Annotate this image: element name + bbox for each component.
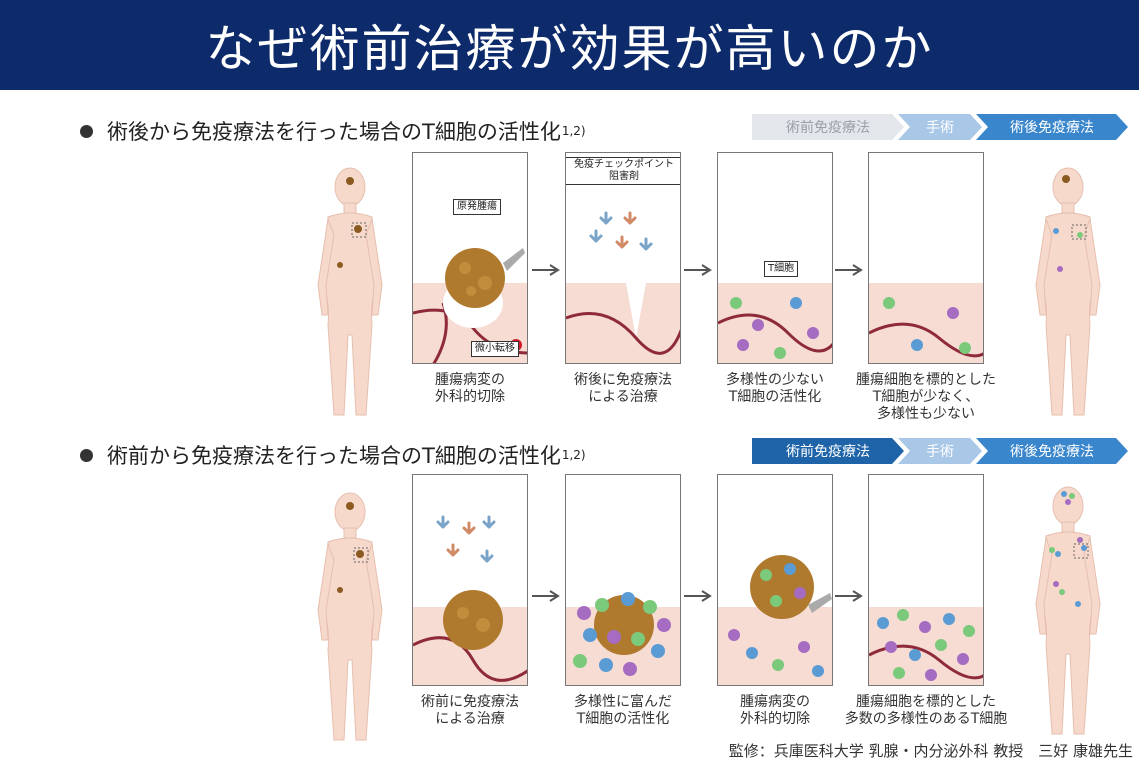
caption-2-4: 腫瘍細胞を標的とした 多数の多様性のあるT細胞: [840, 694, 1012, 728]
body-figure-icon: [1035, 486, 1101, 735]
stage-2-surgery: 手術: [898, 438, 982, 464]
panel-1-4: [868, 152, 984, 364]
caption-1-1-line-2: 外科的切除: [435, 389, 505, 405]
stage-1-postop: 術後免疫療法: [976, 114, 1128, 140]
caption-1-1-line-1: 腫瘍病変の: [435, 372, 505, 388]
panel-1-1: 原発腫瘍 微小転移: [412, 152, 528, 364]
section-2-stage-bar: 術前免疫療法 手術 術後免疫療法: [752, 438, 1122, 464]
panel-1-3: T細胞: [717, 152, 833, 364]
body-figure-icon: [317, 167, 383, 416]
caption-1-4-line-1: 腫瘍細胞を標的とした: [856, 372, 996, 388]
body-figure-icon: [317, 492, 383, 741]
section-1-stage-bar: 術前免疫療法 手術 術後免疫療法: [752, 114, 1122, 140]
caption-2-1-line-1: 術前に免疫療法: [421, 694, 519, 710]
stage-1-preop: 術前免疫療法: [752, 114, 904, 140]
body-figure-icon: [1035, 167, 1101, 416]
bullet-icon: [80, 448, 93, 462]
caption-2-4-line-1: 腫瘍細胞を標的とした: [856, 694, 996, 710]
caption-2-3: 腫瘍病変の 外科的切除: [700, 694, 850, 728]
caption-2-3-line-1: 腫瘍病変の: [740, 694, 810, 710]
caption-1-4-line-3: 多様性も少ない: [877, 406, 975, 422]
arrow-right-icon: [532, 590, 560, 602]
section-2-ref: 1,2): [561, 448, 586, 462]
caption-2-2-line-2: T細胞の活性化: [576, 711, 670, 727]
title-bar: なぜ術前治療が効果が高いのか: [0, 0, 1139, 90]
arrow-right-icon: [835, 264, 863, 276]
label-micro-metastasis: 微小転移: [471, 341, 519, 357]
caption-1-3: 多様性の少ない T細胞の活性化: [700, 372, 850, 406]
caption-1-2-line-1: 術後に免疫療法: [574, 372, 672, 388]
supervisor-credit: 監修：兵庫医科大学 乳腺・内分泌外科 教授 三好 康雄先生: [728, 742, 1133, 760]
section-2-heading-text: 術前から免疫療法を行った場合のT細胞の活性化: [107, 444, 561, 468]
panel-2-3: [717, 474, 833, 686]
label-primary-tumor: 原発腫瘍: [453, 199, 501, 215]
caption-1-2: 術後に免疫療法 による治療: [548, 372, 698, 406]
caption-2-1: 術前に免疫療法 による治療: [395, 694, 545, 728]
page-title: なぜ術前治療が効果が高いのか: [205, 20, 934, 78]
arrow-right-icon: [532, 264, 560, 276]
label-checkpoint-line2: 阻害剤: [609, 171, 639, 182]
caption-1-4-line-2: T細胞が少なく、: [872, 389, 980, 405]
section-1-ref: 1,2): [561, 124, 586, 138]
caption-2-1-line-2: による治療: [435, 711, 505, 727]
caption-2-2-line-1: 多様性に富んだ: [574, 694, 672, 710]
arrow-right-icon: [684, 264, 712, 276]
panel-2-4: [868, 474, 984, 686]
panel-2-1: [412, 474, 528, 686]
label-t-cell: T細胞: [764, 261, 799, 277]
bullet-icon: [80, 124, 93, 138]
caption-1-3-line-1: 多様性の少ない: [726, 372, 824, 388]
caption-1-1: 腫瘍病変の 外科的切除: [395, 372, 545, 406]
stage-1-surgery: 手術: [898, 114, 982, 140]
caption-2-3-line-2: 外科的切除: [740, 711, 810, 727]
caption-1-4: 腫瘍細胞を標的とした T細胞が少なく、 多様性も少ない: [851, 372, 1001, 423]
caption-2-2: 多様性に富んだ T細胞の活性化: [548, 694, 698, 728]
label-checkpoint-inhibitor: 免疫チェックポイント 阻害剤: [566, 157, 680, 185]
stage-2-postop: 術後免疫療法: [976, 438, 1128, 464]
arrow-right-icon: [684, 590, 712, 602]
caption-2-4-line-2: 多数の多様性のあるT細胞: [844, 711, 1008, 727]
panel-2-2: [565, 474, 681, 686]
stage-2-preop: 術前免疫療法: [752, 438, 904, 464]
caption-1-2-line-2: による治療: [588, 389, 658, 405]
panel-1-2: 免疫チェックポイント 阻害剤: [565, 152, 681, 364]
arrow-right-icon: [835, 590, 863, 602]
section-1-heading-text: 術後から免疫療法を行った場合のT細胞の活性化: [107, 120, 561, 144]
label-checkpoint-line1: 免疫チェックポイント: [574, 159, 674, 170]
caption-1-3-line-2: T細胞の活性化: [728, 389, 822, 405]
